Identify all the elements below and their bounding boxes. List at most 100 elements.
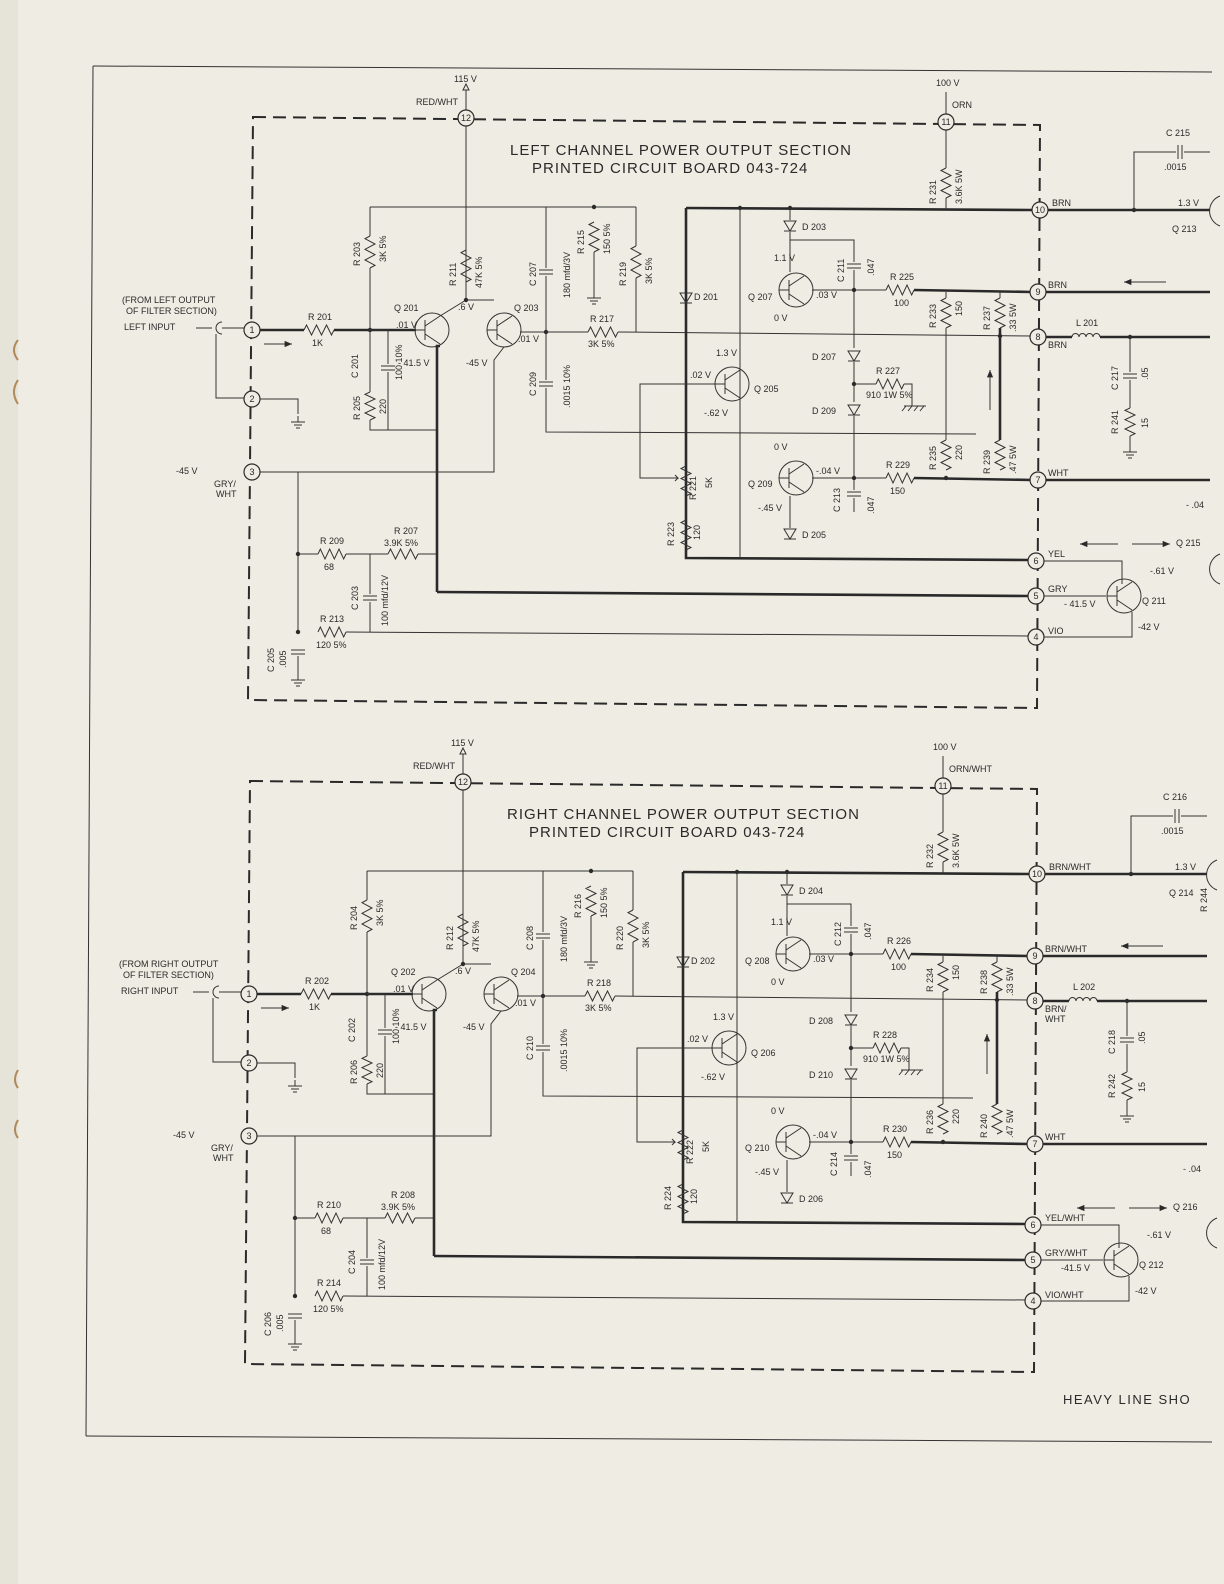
- q201-label: Q 202: [391, 967, 416, 977]
- junction-dot: [943, 475, 949, 481]
- r233-resistor: [936, 961, 950, 993]
- r231-resistor: [939, 167, 953, 199]
- d205-diode: [780, 1192, 794, 1204]
- q205-volt: 1.3 V: [713, 1012, 734, 1022]
- input-jack: [193, 985, 220, 999]
- arrow-yel-left-head: [1077, 1204, 1085, 1212]
- q209-emit-volt: -.04 V: [816, 466, 840, 476]
- signal-arrow-head: [284, 340, 292, 348]
- l201-inductor: [1068, 997, 1098, 1002]
- r219-label: R 220: [615, 926, 625, 950]
- r211-value: 47K 5%: [474, 256, 484, 288]
- r213-value: 120 5%: [313, 1304, 344, 1314]
- l201-label: L 201: [1076, 318, 1098, 328]
- r221-value: 5K: [704, 477, 714, 488]
- r207-label: R 208: [391, 1190, 415, 1200]
- r241-resistor: [1123, 407, 1137, 437]
- r241-ground: [1120, 1110, 1134, 1123]
- pin6-wire: YEL/WHT: [1045, 1213, 1086, 1223]
- heavy-line-note: HEAVY LINE SHO: [1063, 1392, 1191, 1407]
- r213-rail: [345, 631, 1031, 637]
- c211-label: C 211: [836, 259, 846, 282]
- r227-resistor: [872, 1041, 902, 1055]
- q203-transistor-leads: [484, 979, 510, 1009]
- c207-cap: [536, 933, 550, 939]
- c207-value: 180 mfd/3V: [562, 252, 572, 298]
- c205-cap: [291, 649, 305, 655]
- c205-cap: [288, 1313, 302, 1319]
- r211-label: R 212: [445, 926, 455, 950]
- q207-zero-volt: 0 V: [771, 977, 785, 987]
- pin-5-label: 5: [1030, 1255, 1035, 1265]
- r227-value: 910 1W 5%: [866, 390, 913, 400]
- wire-gry2-label: WHT: [216, 489, 237, 499]
- pin-3-label: 3: [249, 467, 254, 477]
- pin9-wire: BRN: [1048, 280, 1067, 290]
- c213-cap: [847, 491, 861, 497]
- pin5-wire: GRY: [1048, 584, 1067, 594]
- input-shield-wire: [215, 334, 244, 399]
- r215-label: R 216: [573, 894, 583, 918]
- d207-diode: [847, 350, 861, 362]
- input-shield-wire: [212, 998, 241, 1063]
- c207-label: C 207: [528, 262, 538, 286]
- gry-heavy-rail: [433, 1254, 1028, 1262]
- r213-label: R 213: [320, 614, 344, 624]
- c201-value: 100 10%: [394, 344, 404, 380]
- q211-transistor-leads: [1104, 1245, 1130, 1275]
- q203-label: Q 203: [514, 303, 539, 313]
- q205-base-volt: .02 V: [690, 370, 711, 380]
- current-arrow-left-head: [1124, 278, 1132, 286]
- q201-base-volt: .01 V: [393, 984, 414, 994]
- r201-value: 1K: [312, 338, 323, 348]
- r207-label: R 207: [394, 526, 418, 536]
- driver-left-rail: [684, 208, 1031, 562]
- junction-dot: [848, 951, 854, 957]
- pin5-wire: GRY/WHT: [1045, 1248, 1088, 1258]
- c203-value: 100 mfd/12V: [377, 1239, 387, 1290]
- r201-resistor: [303, 323, 335, 337]
- d205-label: D 206: [799, 1194, 823, 1204]
- r227-value: 910 1W 5%: [863, 1054, 910, 1064]
- d201-label: D 201: [694, 292, 718, 302]
- pin-3-label: 3: [246, 1131, 251, 1141]
- r221-label: R 221: [688, 476, 698, 500]
- neg45-label: -45 V: [173, 1130, 195, 1140]
- arrow-yel-right-head: [1159, 1204, 1167, 1212]
- r223-value: 120: [692, 525, 702, 540]
- wire-gry-label: GRY/: [211, 1143, 233, 1153]
- r217-resistor: [584, 989, 616, 1003]
- r227-chassis: [898, 1069, 923, 1076]
- c217-label: C 218: [1107, 1030, 1117, 1054]
- c207-label: C 208: [525, 926, 535, 950]
- input-label: LEFT INPUT: [124, 322, 176, 332]
- c203-label: C 204: [347, 1250, 357, 1274]
- pin-9-label: 9: [1032, 951, 1037, 961]
- d209-label: D 209: [812, 406, 836, 416]
- c209-bot: [545, 388, 977, 435]
- section-subtitle: PRINTED CIRCUIT BOARD 043-724: [529, 824, 805, 841]
- wire-red-label: RED/WHT: [413, 761, 455, 771]
- wire-gry-label: GRY/: [214, 479, 236, 489]
- d203-diode: [780, 884, 794, 896]
- q201-base-volt: .01 V: [396, 320, 417, 330]
- q203-label: Q 204: [511, 967, 536, 977]
- q205-base-loop: [636, 1047, 713, 1143]
- q203-collector-volt: -45 V: [463, 1022, 485, 1032]
- c209-value: .0015 10%: [562, 365, 572, 408]
- r229-label: R 230: [883, 1124, 907, 1134]
- q201-emitter-volt: - 41.5 V: [395, 1022, 427, 1032]
- q201-collector: [439, 126, 467, 317]
- r225-resistor: [882, 947, 912, 961]
- page-left-margin: [0, 0, 18, 1584]
- binding-marks: [13, 339, 19, 1139]
- c209-label: C 209: [528, 372, 538, 396]
- c213-cap: [844, 1155, 858, 1161]
- pin2-ground-wire: [260, 398, 299, 414]
- pin7-wire: WHT: [1045, 1132, 1066, 1142]
- r237-label: R 237: [982, 306, 992, 330]
- r231-label: R 231: [928, 180, 938, 204]
- q211-emit-volt: -42 V: [1135, 1286, 1157, 1296]
- pin-7-label: 7: [1032, 1139, 1037, 1149]
